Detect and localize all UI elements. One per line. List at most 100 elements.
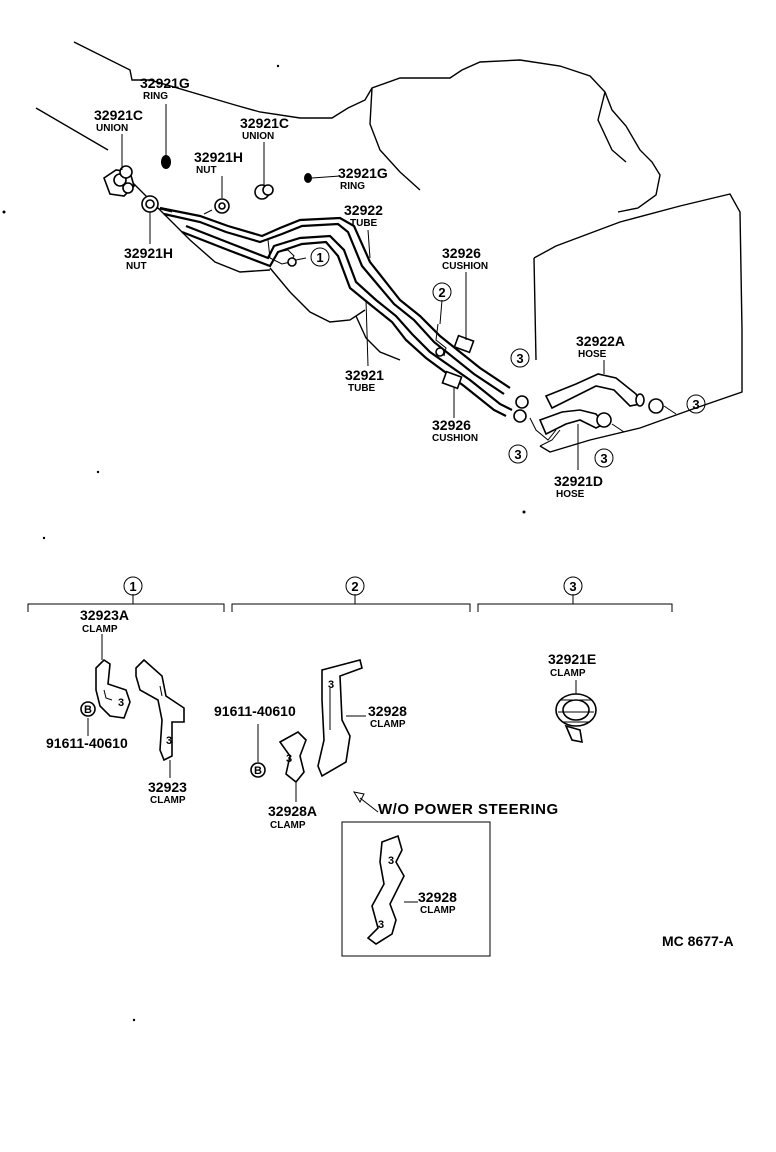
svg-text:32923A: 32923A [80,607,129,623]
label-hose-upper: 32922A HOSE [576,333,625,360]
clamp-32923: 3 [135,658,185,762]
svg-text:32921: 32921 [345,367,384,383]
svg-text:RING: RING [340,181,365,192]
svg-text:3: 3 [388,855,394,867]
hose-clamps [513,395,677,433]
hose-32922a [544,373,645,410]
marker-circle-3a: 3 [510,348,530,368]
svg-text:CLAMP: CLAMP [550,668,586,679]
svg-text:91611-40610: 91611-40610 [214,703,296,719]
svg-text:3: 3 [378,919,384,931]
marker-circle-2: 2 [432,282,452,302]
svg-text:1: 1 [316,250,323,265]
svg-text:32921D: 32921D [554,473,603,489]
svg-text:CUSHION: CUSHION [442,261,488,272]
label-nut-low: 32921H NUT [124,245,173,272]
svg-text:TUBE: TUBE [348,383,376,394]
svg-text:3: 3 [328,679,334,691]
label-cushion-upper: 32926 CUSHION [442,245,488,272]
clamp-32923a: 3 [95,658,131,719]
ring-top [161,155,171,169]
svg-text:32921H: 32921H [124,245,173,261]
bolt-b-2: B [250,762,266,778]
svg-text:NUT: NUT [196,165,217,176]
label-clamp-32923: 32923 CLAMP [148,779,187,806]
svg-text:2: 2 [351,579,358,594]
svg-text:CUSHION: CUSHION [432,433,478,444]
label-tube-upper: 32922 TUBE [344,202,383,229]
diagram-id: MC 8677-A [662,933,734,949]
label-bolt-1: 91611-40610 [46,735,128,751]
svg-text:3: 3 [569,579,576,594]
label-cushion-lower: 32926 CUSHION [432,417,478,444]
svg-text:3: 3 [166,735,172,747]
svg-text:3: 3 [118,697,124,709]
svg-text:32921H: 32921H [194,149,243,165]
svg-text:NUT: NUT [126,261,147,272]
svg-text:CLAMP: CLAMP [270,820,306,831]
svg-text:CLAMP: CLAMP [150,795,186,806]
svg-text:W/O POWER STEERING: W/O POWER STEERING [378,801,559,818]
label-clamp-32921e: 32921E CLAMP [548,651,596,679]
label-clamp-32928-inset: 32928 CLAMP [418,889,457,916]
label-ring-mid: 32921G RING [338,165,388,192]
radiator-outline [533,193,743,453]
svg-text:HOSE: HOSE [578,349,607,360]
svg-text:1: 1 [129,579,136,594]
leader-lines-upper [121,104,605,470]
label-tube-lower: 32921 TUBE [345,367,384,394]
hose-32921d [529,409,606,441]
label-nut-mid: 32921H NUT [194,149,243,176]
marker-circle-3b: 3 [508,444,528,464]
specks [2,64,526,1022]
label-ring-top: 32921G RING [140,75,190,102]
svg-text:32926: 32926 [432,417,471,433]
leader-lines-sec2 [257,715,366,802]
wo-power-steering-arrow: W/O POWER STEERING [352,791,559,818]
svg-text:CLAMP: CLAMP [82,624,118,635]
clamp-32928a: 3 [278,731,307,784]
svg-text:32921G: 32921G [338,165,388,181]
label-union-left: 32921C UNION [94,107,143,134]
label-union-mid: 32921C UNION [240,115,289,142]
svg-text:3: 3 [514,447,521,462]
svg-text:3: 3 [692,397,699,412]
svg-text:91611-40610: 91611-40610 [46,735,128,751]
svg-text:32921C: 32921C [94,107,143,123]
svg-text:B: B [84,704,92,716]
svg-text:UNION: UNION [242,131,274,142]
svg-text:32923: 32923 [148,779,187,795]
engine-outline [35,41,661,361]
svg-text:32928: 32928 [418,889,457,905]
svg-text:32921G: 32921G [140,75,190,91]
marker-circle-3d: 3 [594,448,614,468]
svg-text:2: 2 [438,285,445,300]
svg-text:TUBE: TUBE [350,218,378,229]
svg-text:32921E: 32921E [548,651,596,667]
svg-text:3: 3 [516,351,523,366]
svg-text:3: 3 [600,451,607,466]
svg-text:32922: 32922 [344,202,383,218]
svg-text:32928A: 32928A [268,803,317,819]
union-mid [254,184,274,200]
svg-text:B: B [254,765,262,777]
svg-text:CLAMP: CLAMP [420,905,456,916]
label-clamp-32928a: 32928A CLAMP [268,803,317,831]
bolt-b-1: B [80,701,96,717]
union-left [103,165,135,197]
clamp-bracket-2 [435,323,447,357]
inset-box: 3 3 [341,821,491,957]
nut-low [141,195,173,213]
leader-lines-sec1 [87,634,171,778]
marker-circle-1: 1 [310,247,330,267]
marker-circle-3c: 3 [686,394,706,414]
clamp-32928: 3 [317,659,363,778]
svg-text:32926: 32926 [442,245,481,261]
clamp-32921e [555,680,597,744]
cushion-lower [441,370,463,390]
svg-text:HOSE: HOSE [556,489,585,500]
svg-text:32922A: 32922A [576,333,625,349]
label-hose-lower: 32921D HOSE [554,473,603,500]
nut-mid [203,198,230,215]
